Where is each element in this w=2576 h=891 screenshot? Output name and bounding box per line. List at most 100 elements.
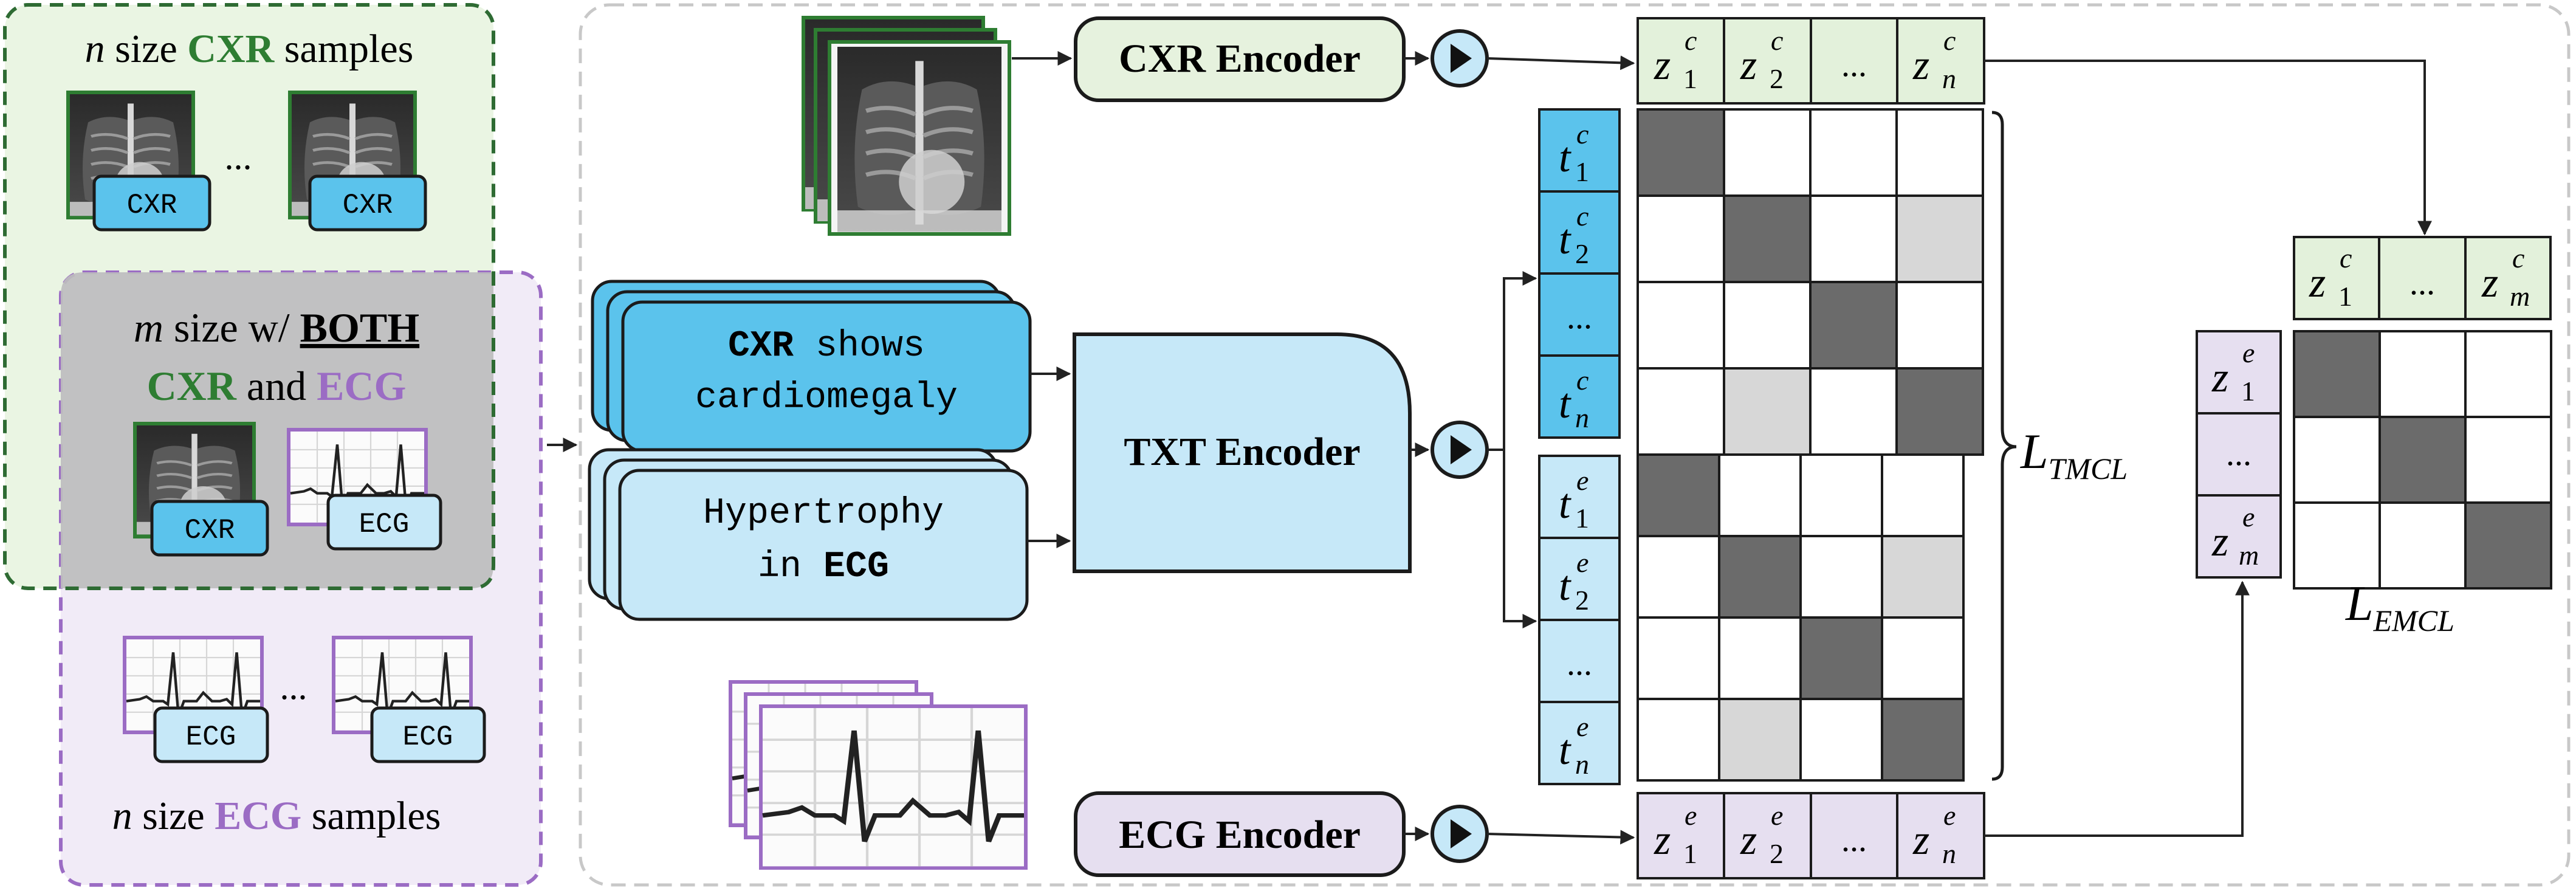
token-tnc: tcn — [1559, 365, 1589, 433]
emcl-z1c: zc1 — [2309, 243, 2352, 312]
svg-text:z: z — [1740, 817, 1757, 864]
matrix-cell — [1895, 367, 1984, 456]
svg-text:t: t — [1559, 727, 1571, 774]
svg-text:c: c — [1576, 365, 1589, 396]
matrix-cell — [2464, 501, 2552, 590]
matrix-cell — [1718, 616, 1802, 700]
svg-text:z: z — [1654, 42, 1671, 89]
svg-text:ECG Encoder: ECG Encoder — [1119, 813, 1361, 857]
pipeline-region — [579, 3, 2571, 887]
svg-text:1: 1 — [1683, 63, 1697, 94]
cxr-samples-ellipsis: ... — [225, 137, 252, 177]
matrix-cell — [1718, 535, 1802, 619]
ecg-input-stack — [729, 680, 1028, 870]
svg-text:t: t — [1559, 563, 1571, 610]
matrix-cell — [1809, 281, 1898, 370]
emcl-similarity-matrix — [2293, 330, 2552, 590]
svg-text:c: c — [2512, 243, 2524, 273]
ecg-badge: ECG — [153, 706, 269, 763]
matrix-cell — [1723, 281, 1812, 370]
matrix-cell — [1637, 616, 1720, 700]
txt-play-icon — [1431, 421, 1489, 479]
matrix-cell — [2464, 416, 2552, 504]
cxr-badge: CXR — [150, 500, 269, 557]
matrix-cell — [1881, 616, 1965, 700]
svg-text:m: m — [2510, 281, 2530, 312]
svg-text:2: 2 — [1770, 63, 1784, 94]
svg-text:n: n — [1575, 402, 1589, 433]
svg-text:...: ... — [2226, 435, 2251, 473]
matrix-cell — [1809, 108, 1898, 197]
token-t2e: te2 — [1559, 547, 1589, 616]
svg-text:t: t — [1559, 481, 1571, 528]
matrix-cell — [1637, 698, 1720, 782]
svg-text:e: e — [1771, 800, 1783, 831]
matrix-cell — [2293, 330, 2381, 418]
svg-text:2: 2 — [1575, 585, 1589, 616]
cxr-badge: CXR — [308, 174, 427, 232]
svg-text:n: n — [1942, 63, 1956, 94]
matrix-cell — [2379, 501, 2467, 590]
svg-text:e: e — [1576, 711, 1589, 742]
svg-text:n: n — [1575, 749, 1589, 780]
matrix-cell — [1637, 367, 1725, 456]
token-t1e: te1 — [1559, 465, 1589, 534]
matrix-cell — [2293, 416, 2381, 504]
matrix-cell — [1881, 535, 1965, 619]
svg-text:CXR: CXR — [127, 190, 177, 221]
svg-text:z: z — [2309, 260, 2326, 306]
matrix-cell — [1637, 194, 1725, 283]
svg-text:c: c — [1685, 25, 1697, 56]
ecg-badge: ECG — [370, 706, 486, 763]
embedding-z2e: ze2 — [1740, 800, 1784, 869]
embedding-z1e: ze 1 — [1654, 800, 1697, 869]
tmcl-ecg-similarity-matrix — [1637, 453, 1965, 782]
matrix-cell — [1895, 194, 1984, 283]
svg-text:ECG: ECG — [403, 721, 453, 753]
matrix-cell — [1809, 194, 1898, 283]
cxr-embedding-row: zc1 zc2 ... zcn — [1637, 17, 1985, 105]
embedding-z1c: zc 1 — [1654, 25, 1697, 94]
svg-text:z: z — [2211, 518, 2228, 565]
ecg-badge: ECG — [326, 494, 442, 551]
cxr-text-token-column: tc1 tc2 ... tcn — [1538, 108, 1621, 439]
matrix-cell — [1895, 108, 1984, 197]
token-t2c: tc2 — [1559, 201, 1589, 269]
ecg-play-icon — [1431, 805, 1489, 863]
emcl-zmc: zcm — [2481, 243, 2530, 312]
matrix-cell — [2379, 416, 2467, 504]
svg-text:1: 1 — [2241, 376, 2255, 407]
matrix-cell — [1637, 108, 1725, 197]
cxr-samples-title: n size CXR samples — [85, 27, 414, 71]
svg-text:...: ... — [1567, 645, 1592, 683]
matrix-cell — [1718, 453, 1802, 537]
ecg-text-caption: Hypertrophy in ECG — [588, 448, 1029, 621]
ecg-encoder: ECG Encoder — [1074, 791, 1406, 877]
svg-text:z: z — [1654, 817, 1671, 864]
svg-text:1: 1 — [1683, 838, 1697, 869]
ecg-embedding-row: ze1 ze2 ... zen — [1637, 792, 1985, 879]
emcl-ecg-embedding-column: ze1 ... zem — [2196, 330, 2282, 579]
matrix-cell — [1881, 698, 1965, 782]
emcl-z1e: ze1 — [2211, 337, 2255, 407]
svg-text:z: z — [2211, 354, 2228, 401]
txt-encoder: TXT Encoder — [1073, 332, 1412, 573]
matrix-cell — [1718, 698, 1802, 782]
svg-text:e: e — [1685, 800, 1697, 831]
svg-text:TXT Encoder: TXT Encoder — [1124, 430, 1360, 474]
svg-text:e: e — [1943, 800, 1956, 831]
ecg-text-token-column: te1 te2 ... ten — [1538, 455, 1621, 785]
matrix-cell — [1723, 367, 1812, 456]
matrix-cell — [1637, 535, 1720, 619]
embedding-ellipsis: ... — [1841, 46, 1867, 84]
matrix-cell — [1799, 616, 1883, 700]
svg-text:CXR: CXR — [343, 190, 393, 221]
cxr-encoder: CXR Encoder — [1074, 16, 1406, 102]
svg-text:Hypertrophy: Hypertrophy — [703, 493, 944, 534]
matrix-cell — [1799, 698, 1883, 782]
emcl-loss-label: LEMCL — [2345, 576, 2454, 638]
matrix-cell — [1895, 281, 1984, 370]
matrix-cell — [1637, 453, 1720, 537]
ecg-samples-ellipsis: ... — [280, 667, 307, 707]
